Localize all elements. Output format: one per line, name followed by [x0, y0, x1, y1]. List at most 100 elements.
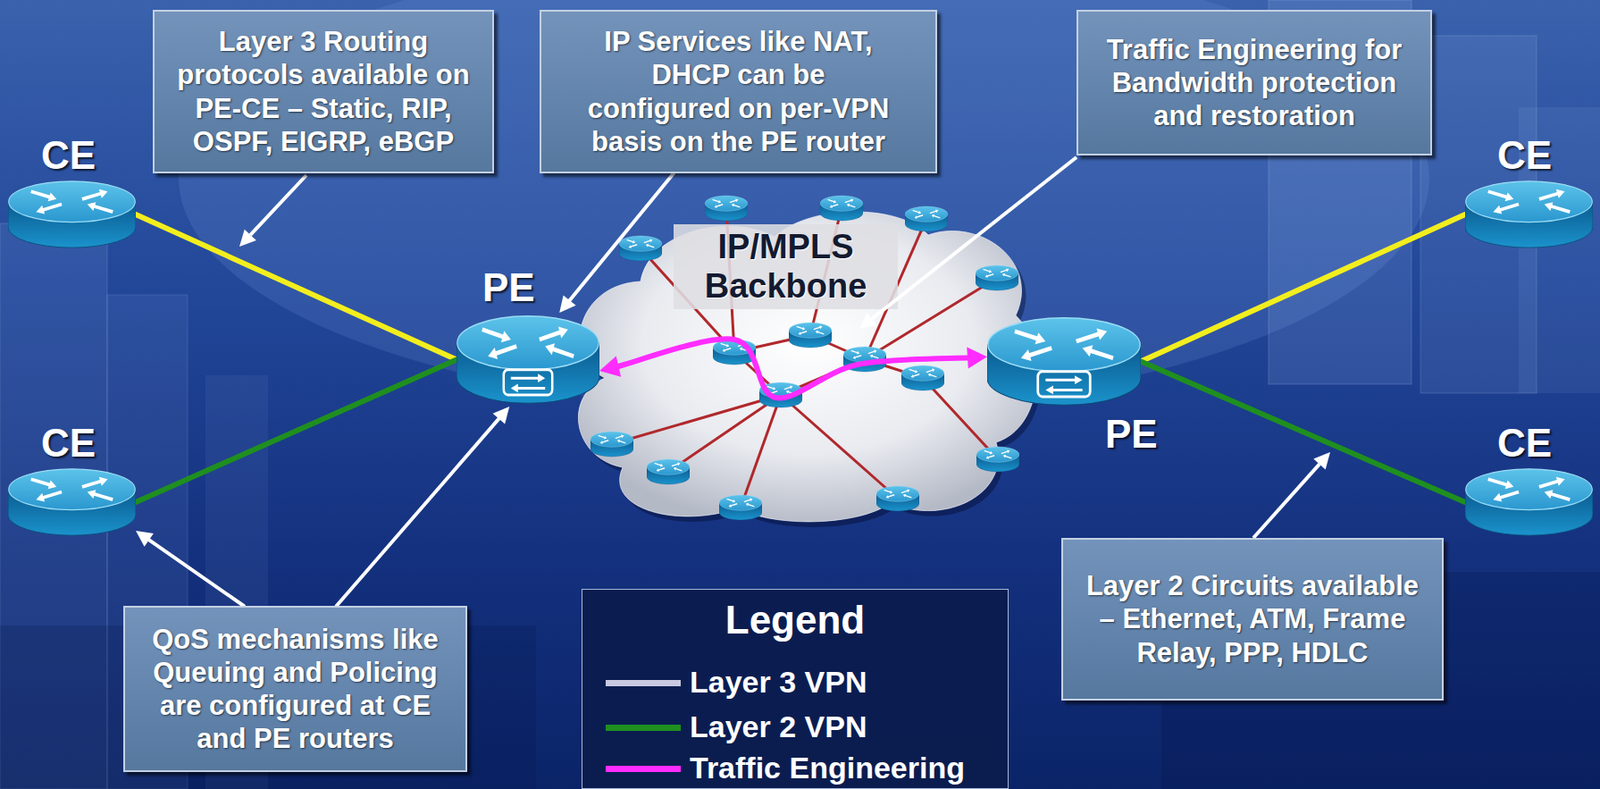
connector-line [1140, 214, 1466, 362]
router-body [619, 243, 662, 261]
router-arrowhead [906, 488, 910, 493]
router-arrow [31, 191, 51, 198]
connector [135, 360, 457, 503]
router-arrow [494, 346, 518, 355]
router-arrowhead [99, 477, 109, 486]
router-top [904, 206, 948, 222]
legend-box: LegendLayer 3 VPNLayer 2 VPNTraffic Engi… [581, 588, 1009, 789]
router-arrowhead [1492, 205, 1502, 215]
cloud-shadow [582, 217, 1041, 528]
router-icon [788, 322, 832, 348]
backbone-link [780, 359, 865, 395]
router-body [976, 454, 1020, 472]
router-arrow [796, 326, 804, 328]
router-top [8, 469, 136, 511]
router-body [820, 203, 863, 221]
router-arrowhead [728, 503, 732, 508]
router-arrow [983, 268, 990, 271]
connector-line [1140, 361, 1466, 503]
router-body [904, 214, 948, 232]
router-arrow [1004, 274, 1011, 277]
router-arrowhead [935, 209, 939, 213]
router-arrow [854, 355, 862, 358]
router-node: PE [987, 314, 1141, 409]
router-icon [704, 195, 748, 221]
router-node: CE [8, 466, 136, 538]
router-arrowhead [87, 201, 97, 211]
router-arrowhead [1505, 479, 1515, 489]
router-arrowhead [1505, 192, 1515, 202]
router-arrow [729, 200, 737, 202]
connector [559, 173, 674, 313]
router-arrowhead [35, 205, 45, 215]
router-arrow [1089, 350, 1114, 359]
callout-text: IP Services like NAT, DHCP can be config… [581, 25, 896, 159]
router-arrowhead [853, 355, 856, 360]
backbone-link [726, 208, 735, 352]
router-arrowhead [1005, 268, 1009, 272]
router-icon [646, 459, 690, 485]
router-arrowhead [1035, 332, 1047, 344]
leader-arrowhead [239, 229, 257, 247]
router-arrowhead [99, 189, 109, 199]
backbone-link [668, 394, 781, 472]
router-arrowhead [677, 461, 680, 466]
legend-text: Traffic Engineering [689, 750, 965, 786]
router-arrow [828, 199, 835, 202]
router-icon [456, 316, 600, 404]
router-arrowhead [1492, 493, 1502, 503]
router-arrowhead [1074, 375, 1083, 385]
router-arrow [733, 204, 740, 207]
connector [135, 530, 244, 606]
router-arrow [913, 374, 920, 377]
leader-line [1253, 463, 1320, 538]
callout-box: Layer 3 Routing protocols available on P… [152, 9, 495, 174]
router-label: CE [41, 421, 96, 465]
router-arrowhead [928, 373, 931, 377]
router-arrow [675, 468, 682, 470]
router-icon [987, 314, 1141, 409]
legend-text: Layer 3 VPN [689, 664, 867, 700]
router-arrowhead [829, 204, 833, 209]
router-arrowhead [35, 493, 45, 503]
router-body [759, 390, 803, 408]
legend-row: Layer 2 VPN [605, 709, 867, 746]
router-top [988, 318, 1140, 372]
callout-box: QoS mechanisms like Queuing and Policing… [123, 605, 468, 772]
router-arrowhead [48, 192, 58, 202]
router-arrowhead [660, 463, 663, 468]
router-arrowhead [620, 434, 624, 438]
router-arrow [41, 492, 62, 499]
router-arrowhead [656, 468, 660, 472]
router-arrow [741, 348, 748, 351]
router-arrow [1549, 206, 1570, 213]
router-icon [712, 339, 756, 365]
router-body [590, 439, 634, 457]
router-arrowhead [989, 451, 993, 455]
router-arrowhead [886, 494, 889, 499]
router-arrow [671, 463, 679, 466]
backbone-cloud: IP/MPLS Backbone [551, 199, 1052, 531]
router-node: PE [456, 312, 600, 407]
router-arrow [1488, 478, 1508, 486]
router-arrow [787, 391, 795, 394]
router-arrowhead [789, 385, 793, 389]
leader-arrowhead [1313, 452, 1331, 470]
router-icon [975, 265, 1019, 291]
router-arrow [482, 329, 505, 338]
router-icon [456, 312, 600, 407]
legend-swatch [605, 765, 681, 772]
router-arrowhead [718, 200, 721, 204]
router-arrow [831, 204, 838, 207]
router-icon [719, 494, 763, 520]
callout-box: Layer 2 Circuits available – Ethernet, A… [1061, 537, 1444, 701]
router-arrow [730, 503, 738, 506]
router-top [646, 459, 690, 475]
router-arrowhead [850, 198, 854, 202]
router-arrowhead [1096, 328, 1107, 341]
connector-line [567, 173, 674, 303]
router-arrow [724, 348, 731, 351]
router-arrow [871, 355, 879, 358]
connector [599, 338, 988, 398]
router-body [646, 467, 690, 485]
